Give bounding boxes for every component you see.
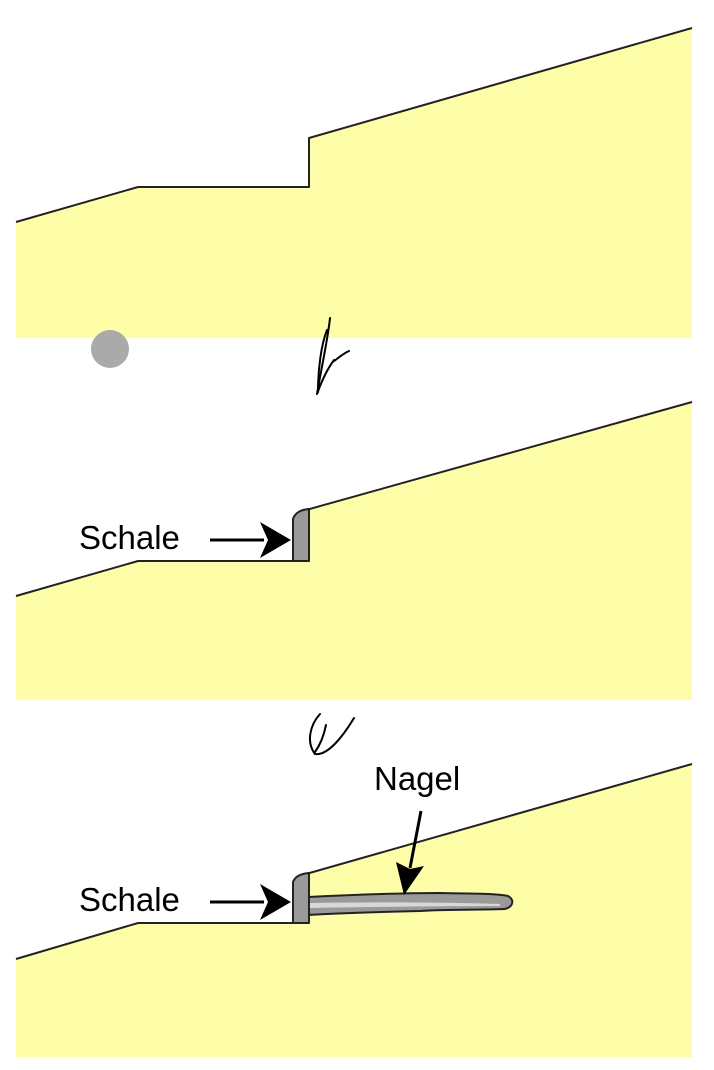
panel-3-shell-arrow [210,884,291,920]
panel-3-terrain: Schale Nagel [15,760,693,1057]
panel-3-shell-label: Schale [79,881,180,918]
panel-3-nail-label: Nagel [374,760,460,797]
panel-2-shell-arrow [210,522,291,558]
handwritten-arrow-2 [308,713,355,756]
handwritten-arrow-1 [316,317,350,395]
panel-3-nail-arrow [396,810,424,895]
panel-2-soil [16,402,692,700]
panel-1-soil [16,28,692,338]
panel-2-shell-label: Schale [79,519,180,556]
panel-2-terrain: Schale [15,401,693,700]
panel-3-shell [292,872,310,924]
pointer-dot [91,330,129,368]
panel-2-shell [292,508,310,562]
panel-1-ground-line [15,27,693,223]
panel-1-terrain [15,27,693,338]
panel-3-nail [307,892,514,916]
